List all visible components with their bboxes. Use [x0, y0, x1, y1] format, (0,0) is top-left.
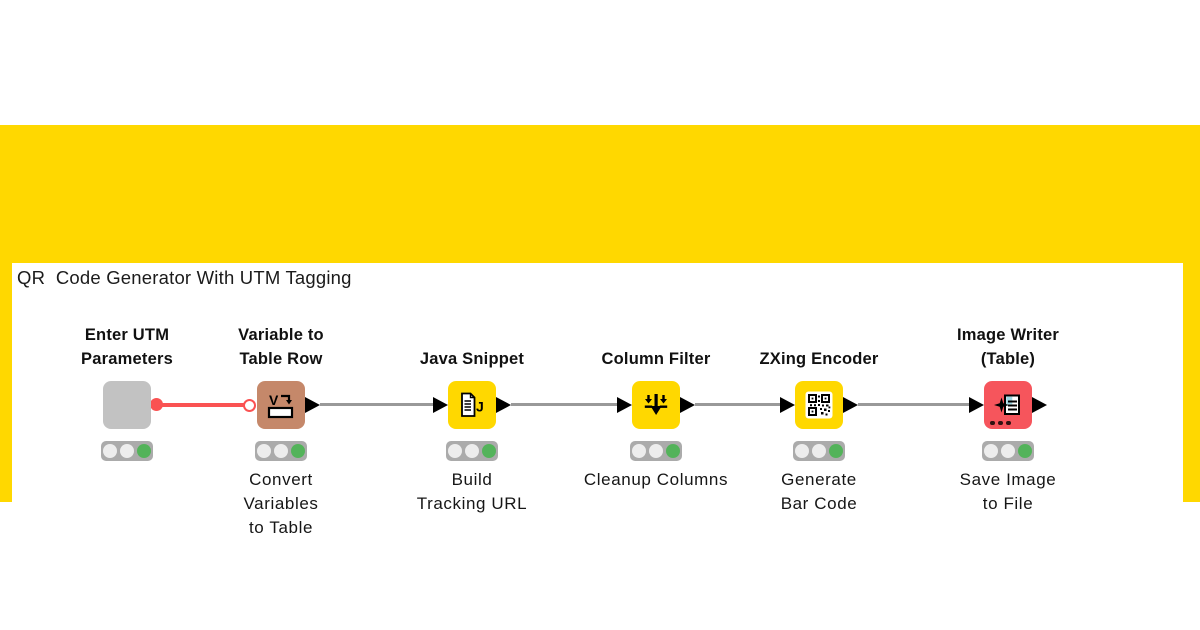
- output-port-column-filter[interactable]: [680, 397, 695, 413]
- output-port-variable-to-table-row[interactable]: [305, 397, 320, 413]
- input-port-image-writer[interactable]: [969, 397, 984, 413]
- connection-data-4-5[interactable]: [858, 403, 969, 406]
- connection-data-3-4[interactable]: [695, 403, 780, 406]
- node-caption-zxing-encoder: Generate Bar Code: [780, 470, 858, 513]
- workflow-canvas[interactable]: QR Code Generator With UTM Tagging Enter…: [12, 263, 1183, 614]
- node-label-variable-to-table-row: Variable to Table Row: [238, 326, 324, 368]
- svg-text:V: V: [269, 392, 279, 408]
- node-java-snippet[interactable]: J: [448, 381, 496, 429]
- variable-to-table-icon: V: [267, 392, 294, 419]
- node-column-filter[interactable]: [632, 381, 680, 429]
- connection-flow-variable[interactable]: [156, 403, 246, 407]
- node-caption-variable-to-table-row: Convert Variables to Table: [243, 470, 319, 537]
- output-port-image-writer[interactable]: [1032, 397, 1047, 413]
- traffic-light-enter-utm-parameters: [101, 441, 153, 461]
- output-port-zxing-encoder[interactable]: [843, 397, 858, 413]
- flow-variable-input-port[interactable]: [243, 399, 256, 412]
- node-label-java-snippet: Java Snippet: [419, 350, 525, 368]
- yellow-frame: QR Code Generator With UTM Tagging Enter…: [0, 125, 1200, 614]
- input-port-java-snippet[interactable]: [433, 397, 448, 413]
- node-image-writer-table[interactable]: [984, 381, 1032, 429]
- dynamic-ports-dots: [990, 420, 1011, 425]
- input-port-column-filter[interactable]: [617, 397, 632, 413]
- traffic-light-variable-to-table-row: [255, 441, 307, 461]
- traffic-light-column-filter: [630, 441, 682, 461]
- node-label-zxing-encoder: ZXing Encoder: [759, 350, 879, 368]
- node-label-enter-utm-parameters: Enter UTM Parameters: [81, 326, 173, 368]
- input-port-zxing-encoder[interactable]: [780, 397, 795, 413]
- connection-data-1-2[interactable]: [320, 403, 433, 406]
- traffic-light-java-snippet: [446, 441, 498, 461]
- node-caption-java-snippet: Build Tracking URL: [416, 470, 528, 513]
- image-writer-icon: [994, 394, 1020, 415]
- node-zxing-encoder[interactable]: [795, 381, 843, 429]
- flow-variable-output-port[interactable]: [150, 398, 163, 411]
- java-snippet-icon: J: [461, 392, 484, 417]
- output-port-java-snippet[interactable]: [496, 397, 511, 413]
- node-label-column-filter: Column Filter: [601, 350, 711, 368]
- connection-data-2-3[interactable]: [511, 403, 617, 406]
- node-enter-utm-parameters[interactable]: [103, 381, 151, 429]
- node-caption-column-filter: Cleanup Columns: [583, 470, 729, 489]
- node-label-image-writer-table: Image Writer (Table): [956, 326, 1060, 368]
- traffic-light-image-writer: [982, 441, 1034, 461]
- column-filter-icon: [644, 394, 668, 415]
- node-caption-image-writer: Save Image to File: [959, 470, 1057, 513]
- node-variable-to-table-row[interactable]: V: [257, 381, 305, 429]
- svg-text:J: J: [476, 399, 484, 415]
- qr-code-icon: [805, 391, 833, 419]
- workflow-title: QR Code Generator With UTM Tagging: [17, 267, 352, 288]
- traffic-light-zxing-encoder: [793, 441, 845, 461]
